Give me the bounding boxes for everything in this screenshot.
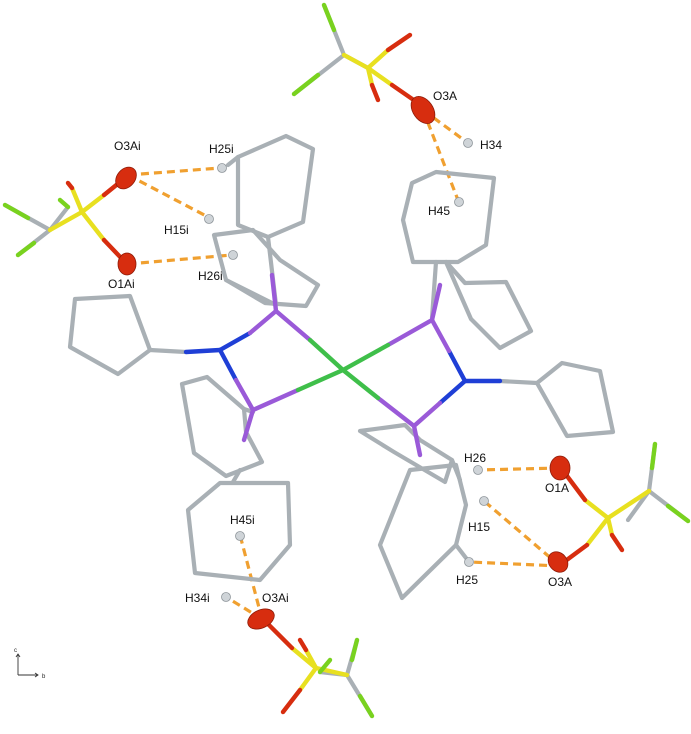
label-o3ai-bottom: O3Ai	[262, 591, 289, 605]
label-o1ai: O1Ai	[108, 277, 135, 291]
label-h45i: H45i	[230, 513, 255, 527]
label-h15: H15	[468, 520, 490, 534]
label-h25: H25	[456, 573, 478, 587]
label-h26i: H26i	[198, 269, 223, 283]
label-o3a-top: O3A	[433, 89, 457, 103]
atom-o1ai	[117, 252, 137, 276]
atom-o3ai-bottom	[247, 608, 275, 630]
label-h26: H26	[464, 451, 486, 465]
label-h15i: H15i	[164, 223, 189, 237]
triflate-left	[2, 175, 128, 264]
triflate-right	[561, 441, 691, 565]
axis-label-c: c	[14, 648, 17, 654]
oxygen-atoms	[115, 96, 571, 630]
label-h25i: H25i	[209, 142, 234, 156]
axis-label-b: b	[42, 674, 46, 680]
atom-labels: O3A H34 H45 O3Ai H25i H15i O1Ai H26i H26…	[108, 89, 572, 605]
atom-o3a-top	[410, 96, 436, 124]
label-o3a-bottom: O3A	[548, 575, 572, 589]
core-bonds	[183, 272, 503, 458]
label-o3ai-top: O3Ai	[114, 139, 141, 153]
triflate-bottom	[263, 619, 375, 719]
label-h34: H34	[480, 138, 502, 152]
hydrogen-atoms	[204, 138, 489, 602]
label-o1a: O1A	[545, 481, 569, 495]
atom-o3ai-top	[115, 166, 137, 190]
label-h45: H45	[428, 204, 450, 218]
label-h34i: H34i	[185, 591, 210, 605]
carbon-framework	[2, 2, 691, 719]
atom-o3a-bottom	[547, 551, 569, 573]
axis-indicator	[15, 653, 39, 678]
triflate-top	[291, 2, 421, 106]
atom-o1a	[549, 455, 571, 481]
